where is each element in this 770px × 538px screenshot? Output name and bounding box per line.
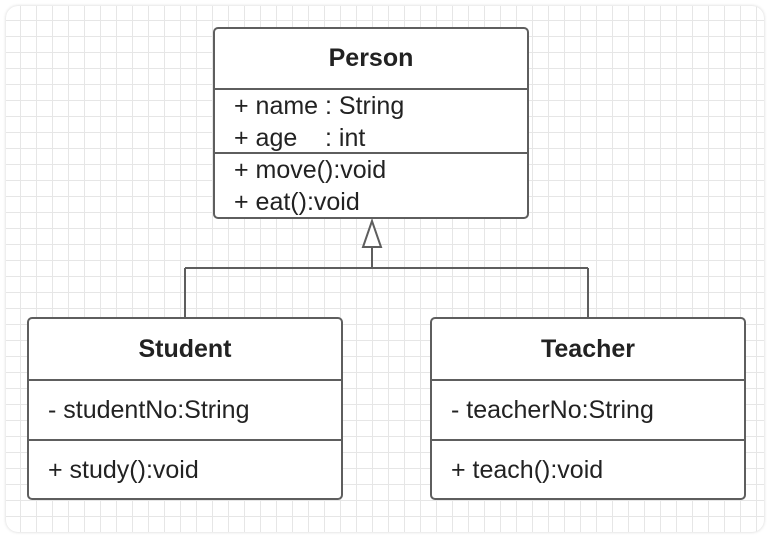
operations-section: + study():void	[29, 441, 341, 498]
attributes-section: + name : String + age : int	[215, 90, 527, 154]
attribute: - studentNo:String	[48, 396, 250, 424]
class-student[interactable]: Student - studentNo:String + study():voi…	[27, 317, 343, 500]
generalization-arrowhead	[361, 217, 383, 248]
operation: + move():void	[234, 156, 387, 184]
class-person[interactable]: Person + name : String + age : int + mov…	[213, 27, 529, 219]
attributes-section: - teacherNo:String	[432, 381, 744, 441]
attribute: - teacherNo:String	[451, 396, 654, 424]
operations-section: + move():void + eat():void	[215, 154, 527, 217]
diagram-canvas: Person + name : String + age : int + mov…	[6, 6, 764, 532]
class-name: Teacher	[432, 319, 744, 381]
class-name: Student	[29, 319, 341, 381]
inheritance-connectors	[184, 217, 589, 317]
operation: + study():void	[48, 456, 199, 484]
operations-section: + teach():void	[432, 441, 744, 498]
attributes-section: - studentNo:String	[29, 381, 341, 441]
attribute: + age : int	[234, 124, 366, 152]
class-name: Person	[215, 29, 527, 90]
operation: + teach():void	[451, 456, 604, 484]
attribute: + name : String	[234, 92, 405, 120]
class-teacher[interactable]: Teacher - teacherNo:String + teach():voi…	[430, 317, 746, 500]
operation: + eat():void	[234, 188, 360, 216]
